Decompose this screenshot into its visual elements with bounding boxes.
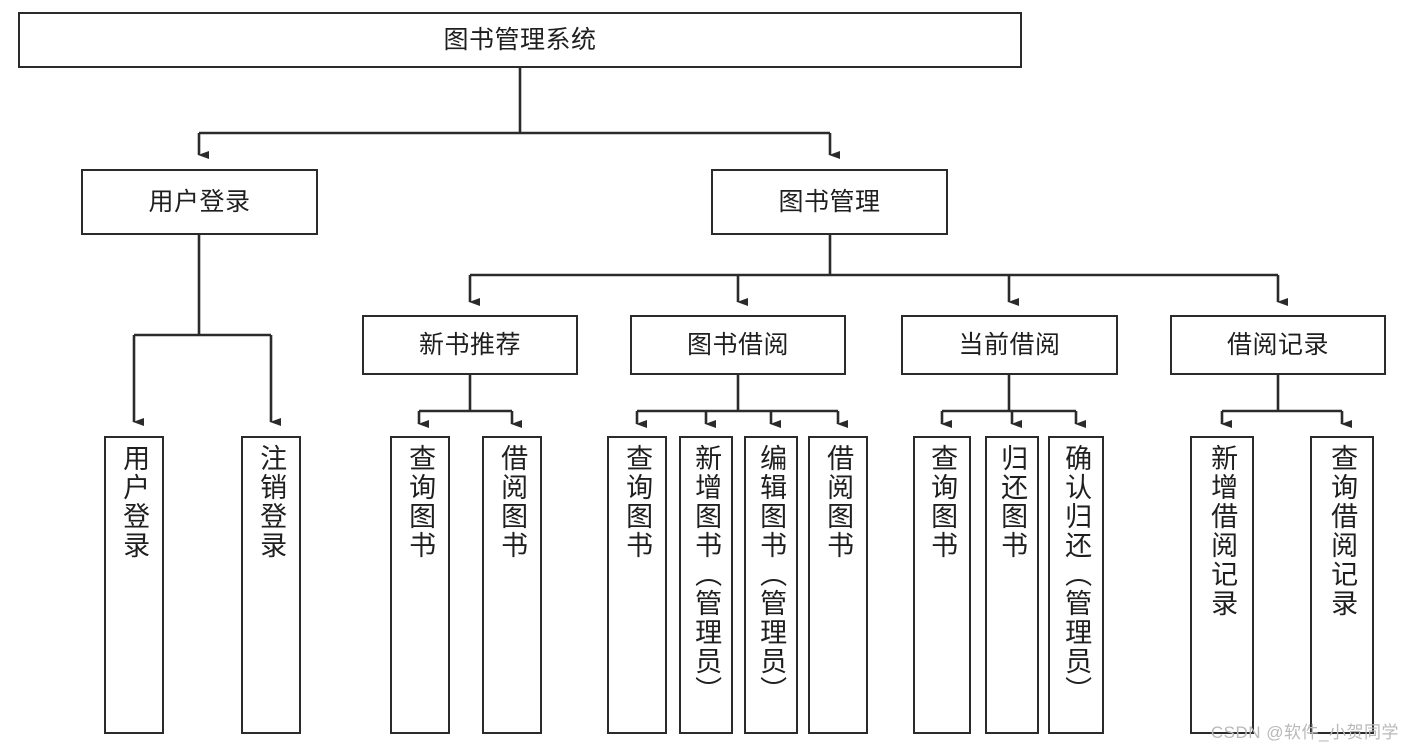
node-leaf-query-book-nbr-label: 查询图书	[405, 444, 436, 560]
node-leaf-edit-book-admin-label: 编辑图书（管理员）	[756, 444, 787, 705]
node-leaf-user-login[interactable]: 用户登录	[104, 436, 164, 734]
node-leaf-add-book-admin[interactable]: 新增图书（管理员）	[679, 436, 733, 734]
node-leaf-query-book-cb-label: 查询图书	[927, 444, 958, 560]
node-leaf-confirm-return-admin-label: 确认归还（管理员）	[1061, 444, 1092, 705]
node-leaf-logout-login[interactable]: 注销登录	[241, 436, 301, 734]
node-new-book-recommend-label: 新书推荐	[418, 330, 521, 359]
node-new-book-recommend[interactable]: 新书推荐	[362, 315, 578, 375]
node-book-borrow[interactable]: 图书借阅	[630, 315, 846, 375]
node-user-login-label: 用户登录	[148, 187, 251, 216]
node-current-borrow[interactable]: 当前借阅	[901, 315, 1118, 375]
node-leaf-borrow-book-bb-label: 借阅图书	[823, 444, 854, 560]
node-book-management-label: 图书管理	[778, 187, 881, 216]
node-book-borrow-label: 图书借阅	[686, 330, 789, 359]
node-leaf-query-borrow-record[interactable]: 查询借阅记录	[1310, 436, 1374, 734]
node-leaf-query-book-cb[interactable]: 查询图书	[913, 436, 971, 734]
node-leaf-query-book-bb[interactable]: 查询图书	[607, 436, 667, 734]
node-leaf-user-login-label: 用户登录	[119, 444, 150, 560]
node-leaf-borrow-book-nbr[interactable]: 借阅图书	[482, 436, 542, 734]
node-leaf-logout-login-label: 注销登录	[256, 444, 287, 560]
node-leaf-return-book[interactable]: 归还图书	[985, 436, 1039, 734]
node-user-login[interactable]: 用户登录	[81, 169, 318, 235]
node-leaf-query-book-bb-label: 查询图书	[622, 444, 653, 560]
node-leaf-confirm-return-admin[interactable]: 确认归还（管理员）	[1048, 436, 1104, 734]
node-leaf-add-borrow-record-label: 新增借阅记录	[1207, 444, 1238, 618]
node-leaf-borrow-book-nbr-label: 借阅图书	[497, 444, 528, 560]
node-leaf-return-book-label: 归还图书	[997, 444, 1028, 560]
node-book-management[interactable]: 图书管理	[711, 169, 948, 235]
node-leaf-edit-book-admin[interactable]: 编辑图书（管理员）	[744, 436, 798, 734]
node-leaf-query-borrow-record-label: 查询借阅记录	[1327, 444, 1358, 618]
node-leaf-add-borrow-record[interactable]: 新增借阅记录	[1190, 436, 1254, 734]
watermark-text: CSDN @软件_小贺同学	[1210, 723, 1399, 742]
node-root[interactable]: 图书管理系统	[18, 12, 1022, 68]
node-current-borrow-label: 当前借阅	[958, 330, 1061, 359]
node-leaf-query-book-nbr[interactable]: 查询图书	[390, 436, 450, 734]
node-leaf-borrow-book-bb[interactable]: 借阅图书	[808, 436, 868, 734]
node-root-label: 图书管理系统	[443, 25, 597, 54]
node-borrow-record[interactable]: 借阅记录	[1170, 315, 1386, 375]
node-borrow-record-label: 借阅记录	[1226, 330, 1329, 359]
node-leaf-add-book-admin-label: 新增图书（管理员）	[691, 444, 722, 705]
